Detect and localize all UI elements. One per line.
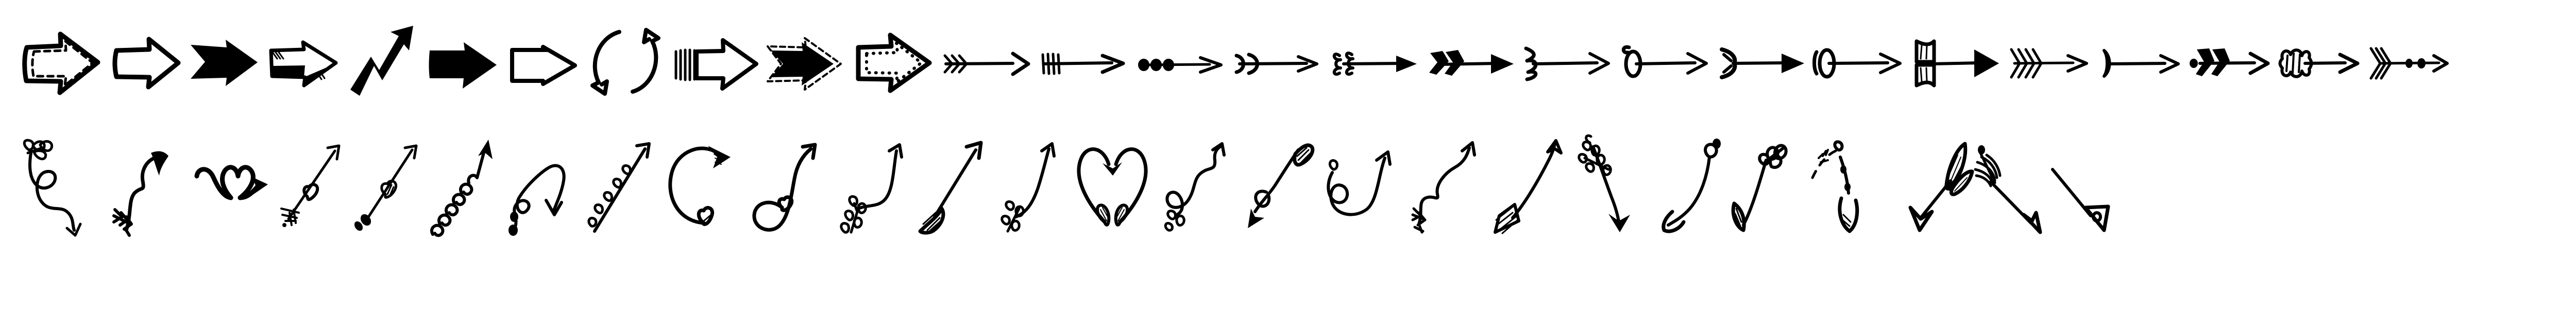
hatched-nock-diagonal-arrow-up-icon[interactable] xyxy=(1492,139,1569,236)
curl-tail-line-arrow-right-icon[interactable] xyxy=(1331,48,1419,79)
striped-tail-outline-arrow-right-icon[interactable] xyxy=(674,37,759,91)
berry-loop-curve-arrow-up-icon[interactable] xyxy=(1159,140,1234,235)
hatched-vane-arrow-right-icon[interactable] xyxy=(1524,45,1613,81)
spiral-heart-curve-arrow-up-icon[interactable] xyxy=(750,140,827,235)
leafy-curve-arrow-down-icon[interactable] xyxy=(1731,140,1807,235)
curl-nock-curve-arrow-down-left-icon[interactable] xyxy=(1652,139,1726,235)
fletched-s-curve-arrow-up-icon[interactable] xyxy=(111,139,188,237)
heart-wave-arrow-right-icon[interactable] xyxy=(194,160,272,221)
leaf-fletch-line-arrow-right-icon[interactable] xyxy=(1719,47,1806,79)
feather-loop-arrow-down-left-icon[interactable] xyxy=(1240,140,1317,235)
dashed-heart-curve-arrow-down-icon[interactable] xyxy=(1811,140,1891,235)
wide-vane-solid-arrow-right-icon[interactable] xyxy=(1912,39,2000,88)
comb-fletch-line-arrow-right-icon[interactable] xyxy=(2009,47,2092,79)
glyph-row-2 xyxy=(0,131,2576,255)
solid-block-arrow-right-icon[interactable] xyxy=(427,41,499,90)
leafy-loop-curve-arrow-down-icon[interactable] xyxy=(15,138,100,238)
dashed-border-solid-arrow-right-icon[interactable] xyxy=(767,37,845,91)
double-loop-swirl-arrow-up-icon[interactable] xyxy=(1323,140,1405,235)
shaded-3d-block-arrow-right-icon[interactable] xyxy=(268,40,340,90)
diamond-nock-line-arrow-right-icon[interactable] xyxy=(2100,49,2182,78)
zigzag-growth-arrow-up-right-icon[interactable] xyxy=(349,25,416,97)
hatched-tail-line-arrow-right-icon[interactable] xyxy=(1041,53,1128,76)
hook-curl-hatched-arrow-icon[interactable] xyxy=(664,141,743,233)
feather-fletch-diagonal-arrow-down-icon[interactable] xyxy=(1897,140,1974,235)
pine-fletch-diagonal-arrow-down-icon[interactable] xyxy=(1974,140,2046,235)
leaf-fletch-diagonal-arrow-up-icon[interactable] xyxy=(917,140,989,235)
solid-notched-arrow-right-icon[interactable] xyxy=(190,39,259,88)
outline-block-arrow-right-icon[interactable] xyxy=(112,36,182,90)
vine-diagonal-arrow-up-icon[interactable] xyxy=(587,140,657,235)
feathered-line-arrow-right-icon[interactable] xyxy=(943,52,1031,76)
fletched-s-swirl-arrow-up-icon[interactable] xyxy=(1411,139,1486,236)
swirl-tail-line-arrow-right-icon[interactable] xyxy=(1621,44,1709,81)
double-leaf-heart-arrow-down-icon[interactable] xyxy=(1073,140,1153,235)
double-vane-line-arrow-right-icon[interactable] xyxy=(2190,47,2272,79)
berry-sprig-arrow-down-icon[interactable] xyxy=(1574,134,1647,235)
thin-outline-arrow-right-icon[interactable] xyxy=(509,44,579,88)
looped-bead-curve-arrow-down-icon[interactable] xyxy=(504,140,581,236)
spiral-coil-arrow-up-icon[interactable] xyxy=(430,138,498,238)
glyph-row-1 xyxy=(0,21,2576,113)
berry-vine-curve-arrow-up-icon[interactable] xyxy=(834,140,911,235)
circular-refresh-arrows-icon[interactable] xyxy=(587,25,665,99)
beaded-shaft-line-arrow-right-icon[interactable] xyxy=(2369,47,2451,80)
triple-fletch-line-arrow-right-icon[interactable] xyxy=(1428,49,1516,79)
double-chevron-line-arrow-right-icon[interactable] xyxy=(1234,53,1322,76)
sprig-curve-arrow-up-icon[interactable] xyxy=(994,140,1066,235)
oval-fletch-line-arrow-right-icon[interactable] xyxy=(1812,48,1903,79)
beaded-heart-diagonal-arrow-icon[interactable] xyxy=(354,143,424,231)
dotted-outline-arrow-right-icon[interactable] xyxy=(854,32,934,94)
dotted-shaft-line-arrow-right-icon[interactable] xyxy=(1138,55,1225,75)
heart-shaft-diagonal-arrow-icon[interactable] xyxy=(278,143,348,230)
scribble-fletch-line-arrow-right-icon[interactable] xyxy=(2278,47,2362,79)
open-triangle-nock-arrow-down-right-icon[interactable] xyxy=(2051,140,2113,235)
dashed-outline-block-arrow-right-icon[interactable] xyxy=(21,30,103,97)
